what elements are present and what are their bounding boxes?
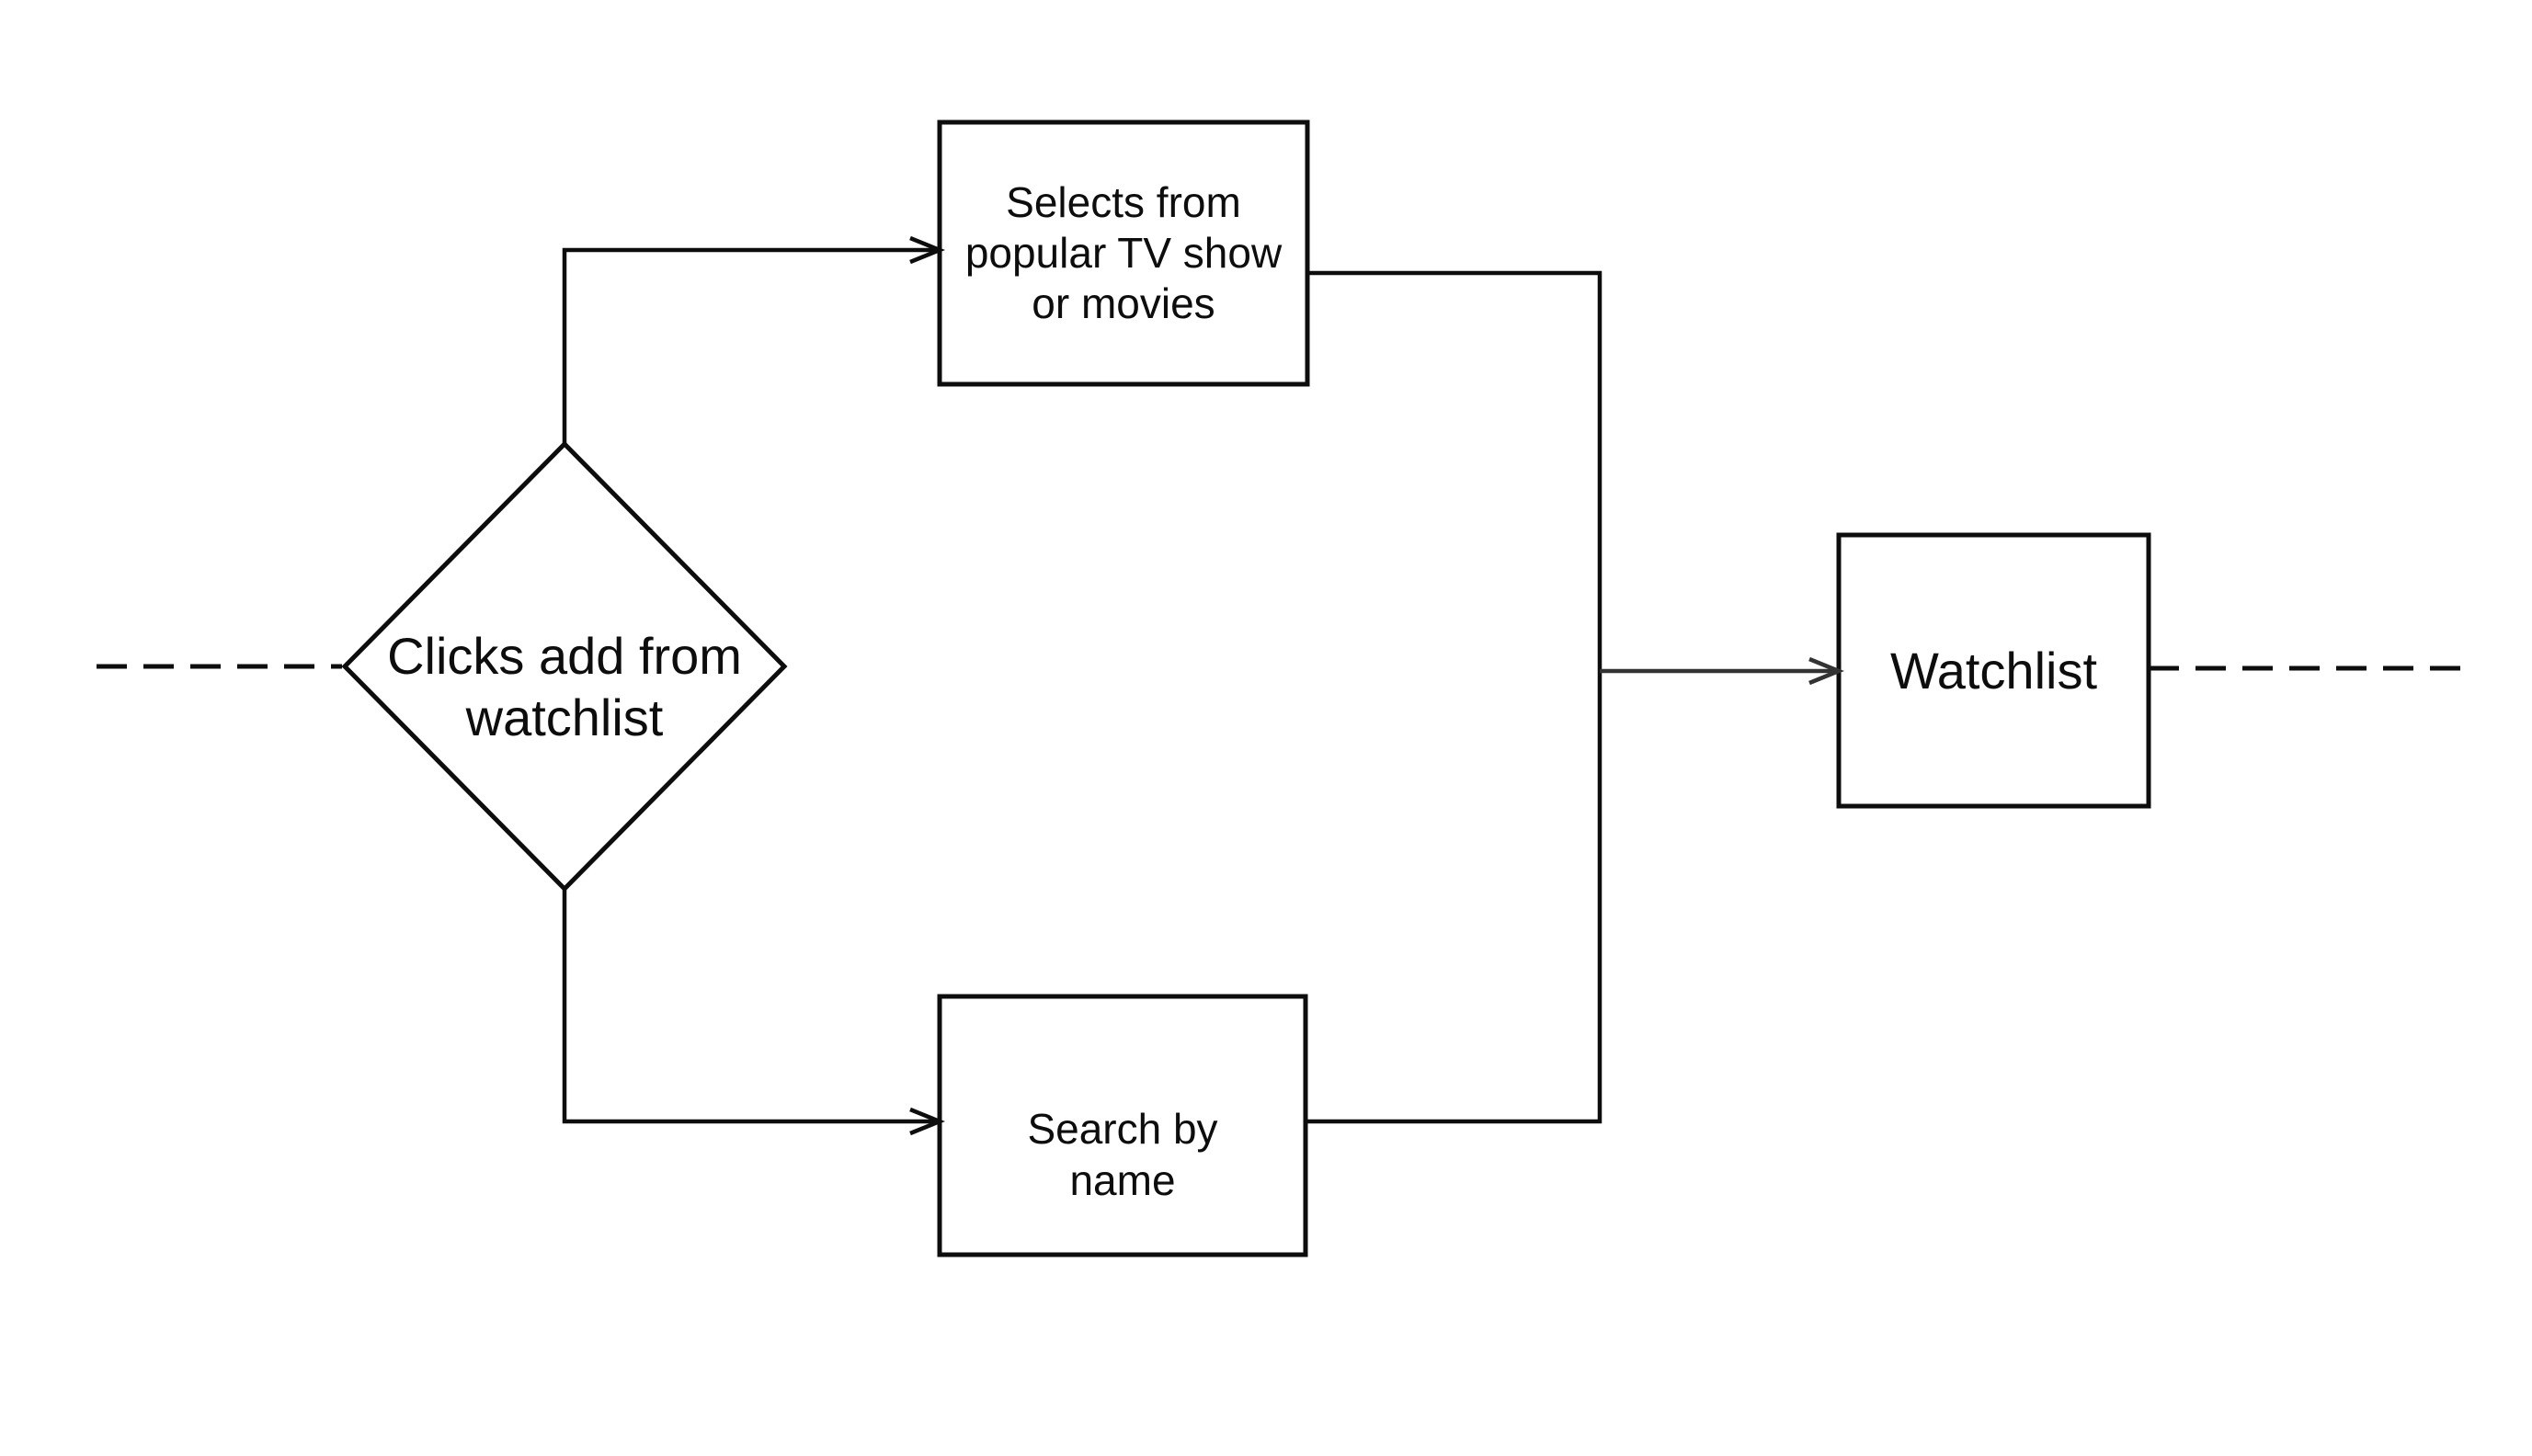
watchlist-node-shape [1836,532,2151,809]
decision-to-popular-connector [562,247,938,444]
arrowhead-icon [909,235,945,265]
arrowhead-icon [909,1107,945,1136]
merge-connector [1306,270,1602,1124]
popular-node-shape [937,119,1310,387]
search-node-shape [937,994,1308,1257]
decision-diamond-shape [341,440,788,893]
decision-to-search-connector [562,889,938,1124]
arrowhead-icon [1808,656,1844,686]
